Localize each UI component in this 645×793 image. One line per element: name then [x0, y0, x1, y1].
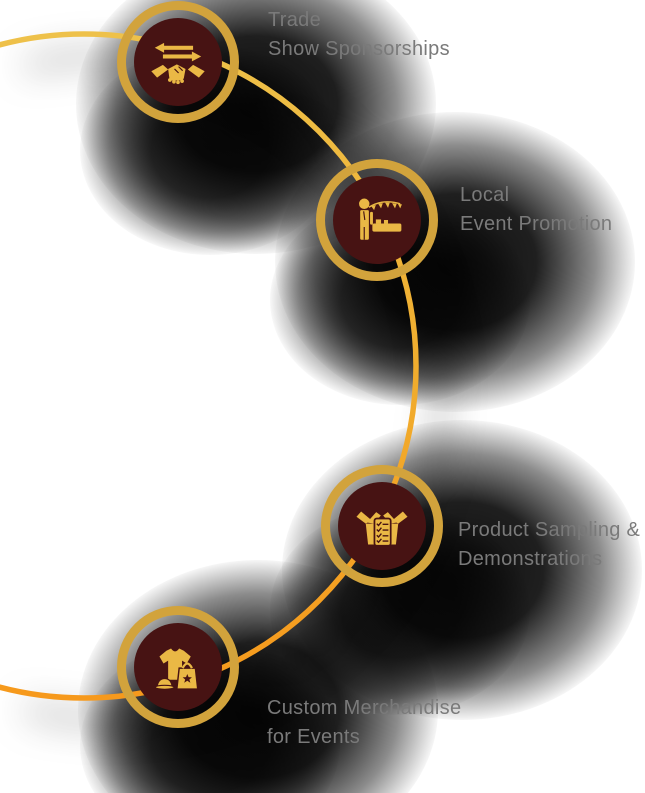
node-product-sampling-demonstrations	[321, 465, 443, 587]
node-custom-merchandise-events	[117, 606, 239, 728]
node-ring	[316, 159, 438, 281]
node-ring	[321, 465, 443, 587]
node-disc	[338, 482, 426, 570]
label-line: Event Promotion	[460, 213, 613, 235]
label-line: for Events	[267, 726, 361, 748]
label-line: Custom Merchandise	[267, 697, 462, 719]
sample-box-checklist-icon	[356, 511, 408, 547]
node-ring	[117, 606, 239, 728]
handshake-trade-icon	[151, 42, 205, 85]
label-local-event-promotion: Local Event Promotion	[460, 181, 612, 239]
label-trade-show-sponsorships: Trade Show Sponsorships	[268, 6, 450, 64]
label-line: Demonstrations	[458, 548, 603, 570]
label-line: Show Sponsorships	[268, 38, 450, 60]
label-line: Product Sampling &	[458, 519, 641, 541]
node-disc	[134, 18, 222, 106]
node-ring	[117, 1, 239, 123]
node-trade-show-sponsorships	[117, 1, 239, 123]
label-line: Trade	[268, 9, 322, 31]
tshirt-bag-merch-icon	[154, 648, 199, 690]
node-disc	[333, 176, 421, 264]
node-disc	[134, 623, 222, 711]
label-line: Local	[460, 184, 510, 206]
event-booth-icon	[359, 198, 402, 240]
label-custom-merchandise-events: Custom Merchandise for Events	[267, 694, 461, 752]
label-product-sampling-demonstrations: Product Sampling & Demonstrations	[458, 516, 640, 574]
node-local-event-promotion	[316, 159, 438, 281]
